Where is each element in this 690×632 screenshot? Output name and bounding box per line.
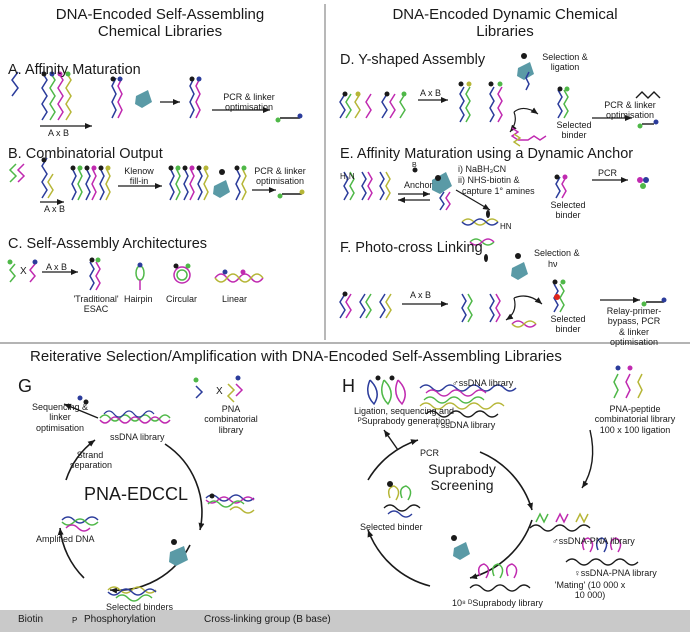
panel-h-graphics bbox=[367, 365, 643, 592]
label-h-center-2: Screening bbox=[430, 477, 494, 493]
label-d-pcr: PCR & linker optimisation bbox=[604, 100, 656, 121]
label-e-step3: capture 1° amines bbox=[462, 186, 535, 196]
label-g-pna: PNA combinatorial library bbox=[204, 404, 258, 435]
label-d-selected: Selected binder bbox=[556, 120, 592, 141]
panel-c-graphics bbox=[7, 257, 264, 291]
label-f-axb: A x B bbox=[410, 290, 432, 300]
label-c-x: X bbox=[20, 266, 27, 277]
panel-f-graphics bbox=[339, 253, 667, 328]
label-g-center: PNA-EDCCL bbox=[84, 484, 189, 504]
label-h-mating: 'Mating' (10 000 x 10 000) bbox=[554, 580, 626, 601]
label-g-x: X bbox=[216, 386, 223, 397]
label-h-female-pna: ♀ssDNA-PNA library bbox=[574, 568, 657, 578]
label-c-traditional: 'Traditional' ESAC bbox=[73, 294, 119, 315]
label-g-seq: Sequencing & linker optimisation bbox=[31, 402, 89, 433]
label-h-male-lib: ♂ssDNA library bbox=[452, 378, 514, 388]
label-b-pcr: PCR & linker optimisation bbox=[254, 166, 306, 187]
heading-d: D. Y-shaped Assembly bbox=[340, 52, 486, 68]
panel-g-graphics bbox=[57, 375, 255, 602]
panel-a-graphics bbox=[11, 71, 303, 129]
label-h-lig: Ligation, sequencing and ᴾSuprabody gene… bbox=[353, 406, 455, 427]
label-f-relay: Relay-primer-bypass, PCR & linker optimi… bbox=[606, 306, 662, 348]
label-f-hv: hν bbox=[548, 259, 558, 269]
label-e-hn: HN bbox=[500, 222, 512, 231]
label-d-selection: Selection & ligation bbox=[542, 52, 588, 73]
label-g-strand: Strand separation bbox=[70, 450, 113, 471]
legend-bar: Biotin P Phosphorylation Cross-linking g… bbox=[0, 610, 690, 632]
label-h-selected: Selected binder bbox=[360, 522, 423, 532]
heading-e: E. Affinity Maturation using a Dynamic A… bbox=[340, 146, 634, 162]
heading-f: F. Photo-cross Linking bbox=[340, 240, 483, 256]
label-e-step2: ii) NHS-biotin & bbox=[458, 175, 520, 185]
label-g: G bbox=[18, 376, 33, 396]
label-c-hairpin: Hairpin bbox=[124, 294, 153, 304]
label-h-male-pna: ♂ssDNA-PNA library bbox=[552, 536, 635, 546]
label-g-amplified: Amplified DNA bbox=[36, 534, 95, 544]
label-h-female-lib: ♀ssDNA library bbox=[434, 420, 496, 430]
legend-biotin: Biotin bbox=[18, 614, 44, 625]
label-e-anchor: Anchor bbox=[404, 180, 433, 190]
label-a-pcr: PCR & linker optimisation bbox=[223, 92, 275, 113]
heading-b: B. Combinatorial Output bbox=[8, 146, 163, 162]
legend-cross-linking: Cross-linking group (B base) bbox=[204, 614, 331, 625]
panel-b-graphics bbox=[8, 157, 305, 205]
label-g-ssdna: ssDNA library bbox=[110, 432, 165, 442]
panel-d-graphics bbox=[339, 53, 661, 147]
label-f-selection: Selection & bbox=[534, 248, 580, 258]
label-b-klenow: Klenow fill-in bbox=[124, 166, 154, 187]
panel-e-graphics bbox=[343, 167, 649, 262]
legend-phosphorylation: Phosphorylation bbox=[84, 614, 156, 625]
label-e-h2n: H₂N bbox=[340, 172, 355, 181]
heading-c: C. Self-Assembly Architectures bbox=[8, 236, 208, 252]
title-left: DNA-Encoded Self-Assembling Chemical Lib… bbox=[55, 6, 265, 41]
label-e-b: B bbox=[412, 162, 417, 169]
label-c-circular: Circular bbox=[166, 294, 198, 304]
label-h: H bbox=[342, 376, 355, 396]
label-h-library: 10⁸ ᴰSuprabody library bbox=[452, 598, 543, 608]
label-c-linear: Linear bbox=[222, 294, 248, 304]
label-e-step1: i) NaBH₃CN bbox=[458, 164, 507, 174]
label-h-pcr: PCR bbox=[420, 448, 440, 458]
title-right: DNA-Encoded Dynamic Chemical Libraries bbox=[392, 6, 618, 41]
label-f-selected: Selected binder bbox=[550, 314, 586, 335]
label-e-selected: Selected binder bbox=[550, 200, 586, 221]
label-g-selected: Selected binders bbox=[106, 602, 174, 612]
label-h-center-1: Suprabody bbox=[428, 461, 496, 477]
legend-p-symbol: P bbox=[72, 616, 78, 625]
label-b-axb: A x B bbox=[44, 204, 66, 214]
label-c-axb: A x B bbox=[46, 262, 68, 272]
heading-a: A. Affinity Maturation bbox=[8, 62, 141, 78]
label-e-pcr: PCR bbox=[598, 168, 618, 178]
label-a-axb: A x B bbox=[48, 128, 70, 138]
label-h-peptide: PNA-peptide combinatorial library 100 x … bbox=[594, 404, 676, 435]
label-d-axb: A x B bbox=[420, 88, 442, 98]
title-bottom: Reiterative Selection/Amplification with… bbox=[30, 348, 562, 365]
